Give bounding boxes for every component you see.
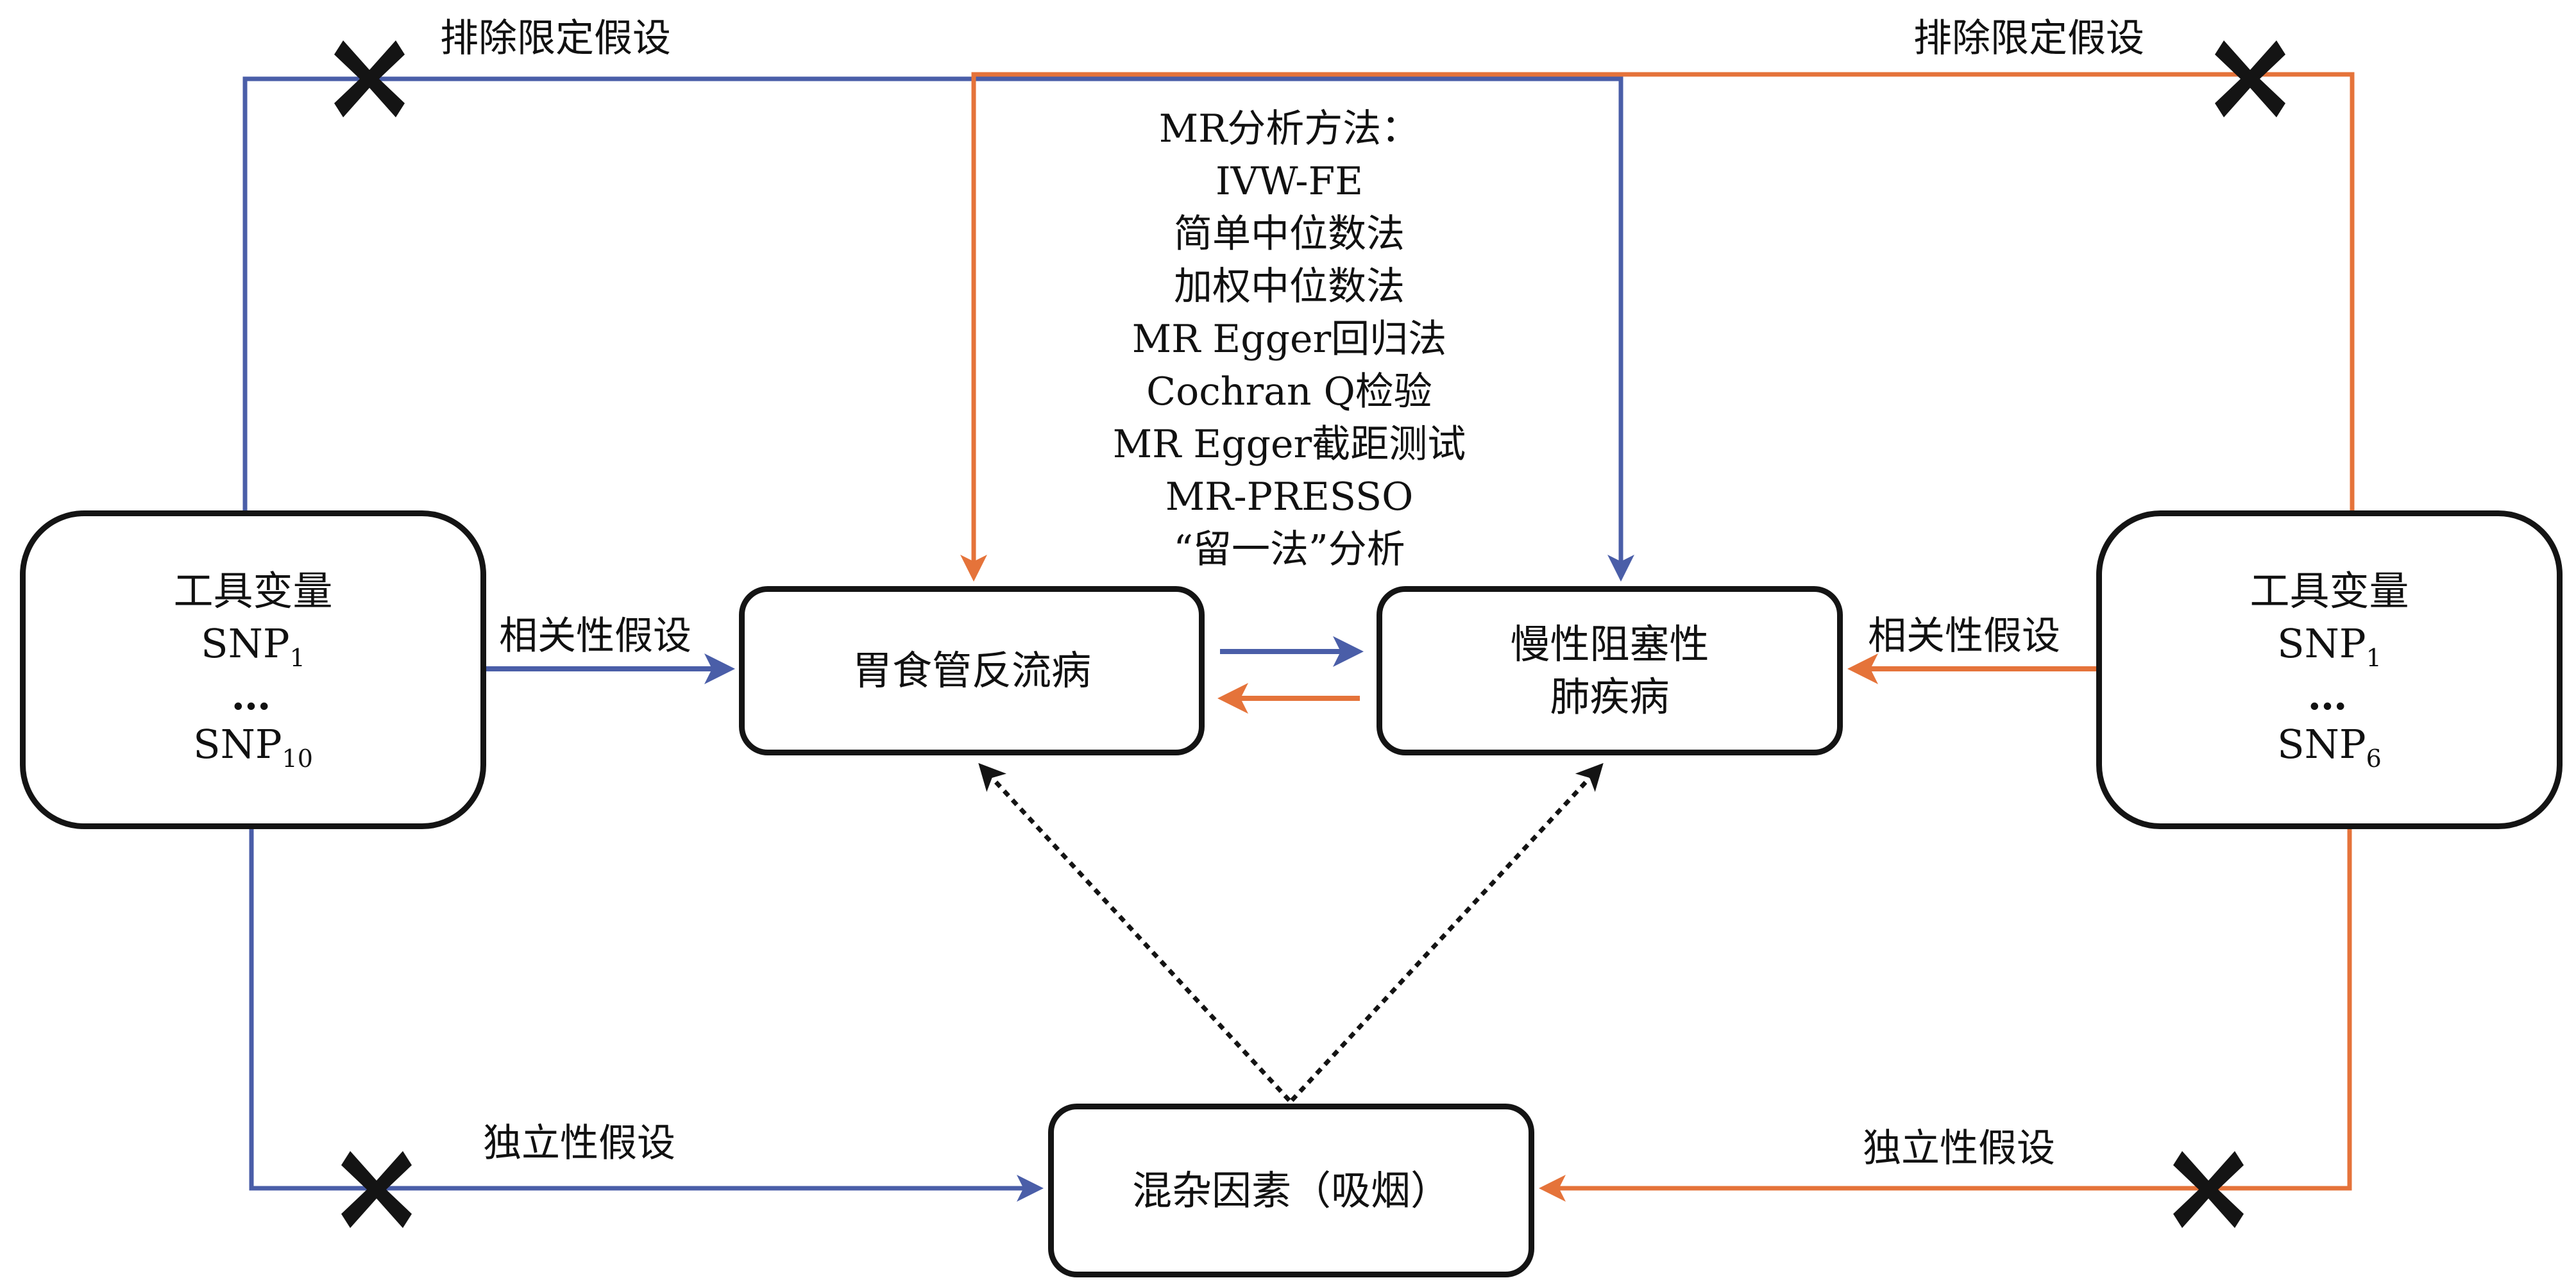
mr-method-item: Cochran Q检验 [1146,369,1432,414]
confounder-arrow-gerd [978,762,1291,1102]
mr-method-item: MR-PRESSO [1165,475,1414,519]
right-instrument-box: 工具变量 SNP1 … SNP6 [2096,510,2563,829]
right-snp-ellipsis: … [2307,672,2351,719]
independence-assumption-label-left: 独立性假设 [483,1121,675,1166]
left-snp-first: SNP1 [201,620,305,673]
exclusion-path-copd [960,72,2355,582]
confounder-label: 混杂因素（吸烟） [1131,1166,1450,1214]
mr-method-item: 加权中位数法 [1174,264,1405,309]
left-snp-ellipsis: … [231,672,275,719]
mr-method-item: MR Egger回归法 [1131,317,1447,362]
copd-box: 慢性阻塞性 肺疾病 [1377,586,1843,755]
gerd-label: 胃食管反流病 [852,647,1091,694]
right-snp-last: SNP6 [2277,720,2382,773]
cross-icon [334,40,405,117]
independence-path-gerd [249,829,1044,1202]
left-snp-last: SNP10 [193,720,313,773]
relevance-assumption-label-right: 相关性假设 [1868,614,2060,659]
mr-methods-title: MR分析方法： [1158,106,1420,151]
confounder-box: 混杂因素（吸烟） [1048,1104,1534,1277]
mr-methods-list: MR分析方法： IVW-FE 简单中位数法 加权中位数法 MR Egger回归法… [1052,103,1527,576]
exclusion-path-gerd [242,76,1634,582]
exclusion-assumption-label-left: 排除限定假设 [440,16,671,61]
gerd-box: 胃食管反流病 [739,586,1205,755]
mr-method-item: 简单中位数法 [1174,212,1405,257]
confounder-arrow-copd [1290,762,1604,1102]
mr-method-item: MR Egger截距测试 [1112,422,1466,467]
cross-icon [2215,40,2285,117]
right-snp-first: SNP1 [2277,620,2382,673]
independence-path-copd [1539,829,2352,1202]
cross-icon [2173,1151,2244,1228]
right-instrument-title: 工具变量 [2250,568,2409,615]
exclusion-assumption-label-right: 排除限定假设 [1913,16,2144,61]
copd-label-line1: 慢性阻塞性 [1510,621,1709,668]
copd-label-line2: 肺疾病 [1550,673,1670,720]
left-instrument-box: 工具变量 SNP1 … SNP10 [20,510,486,829]
cross-icon [341,1151,412,1228]
mr-method-item: IVW-FE [1215,159,1364,204]
relevance-assumption-label-left: 相关性假设 [499,614,691,659]
left-instrument-title: 工具变量 [173,568,333,615]
mr-method-item: “留一法”分析 [1173,527,1405,572]
independence-assumption-label-right: 独立性假设 [1863,1126,2055,1171]
